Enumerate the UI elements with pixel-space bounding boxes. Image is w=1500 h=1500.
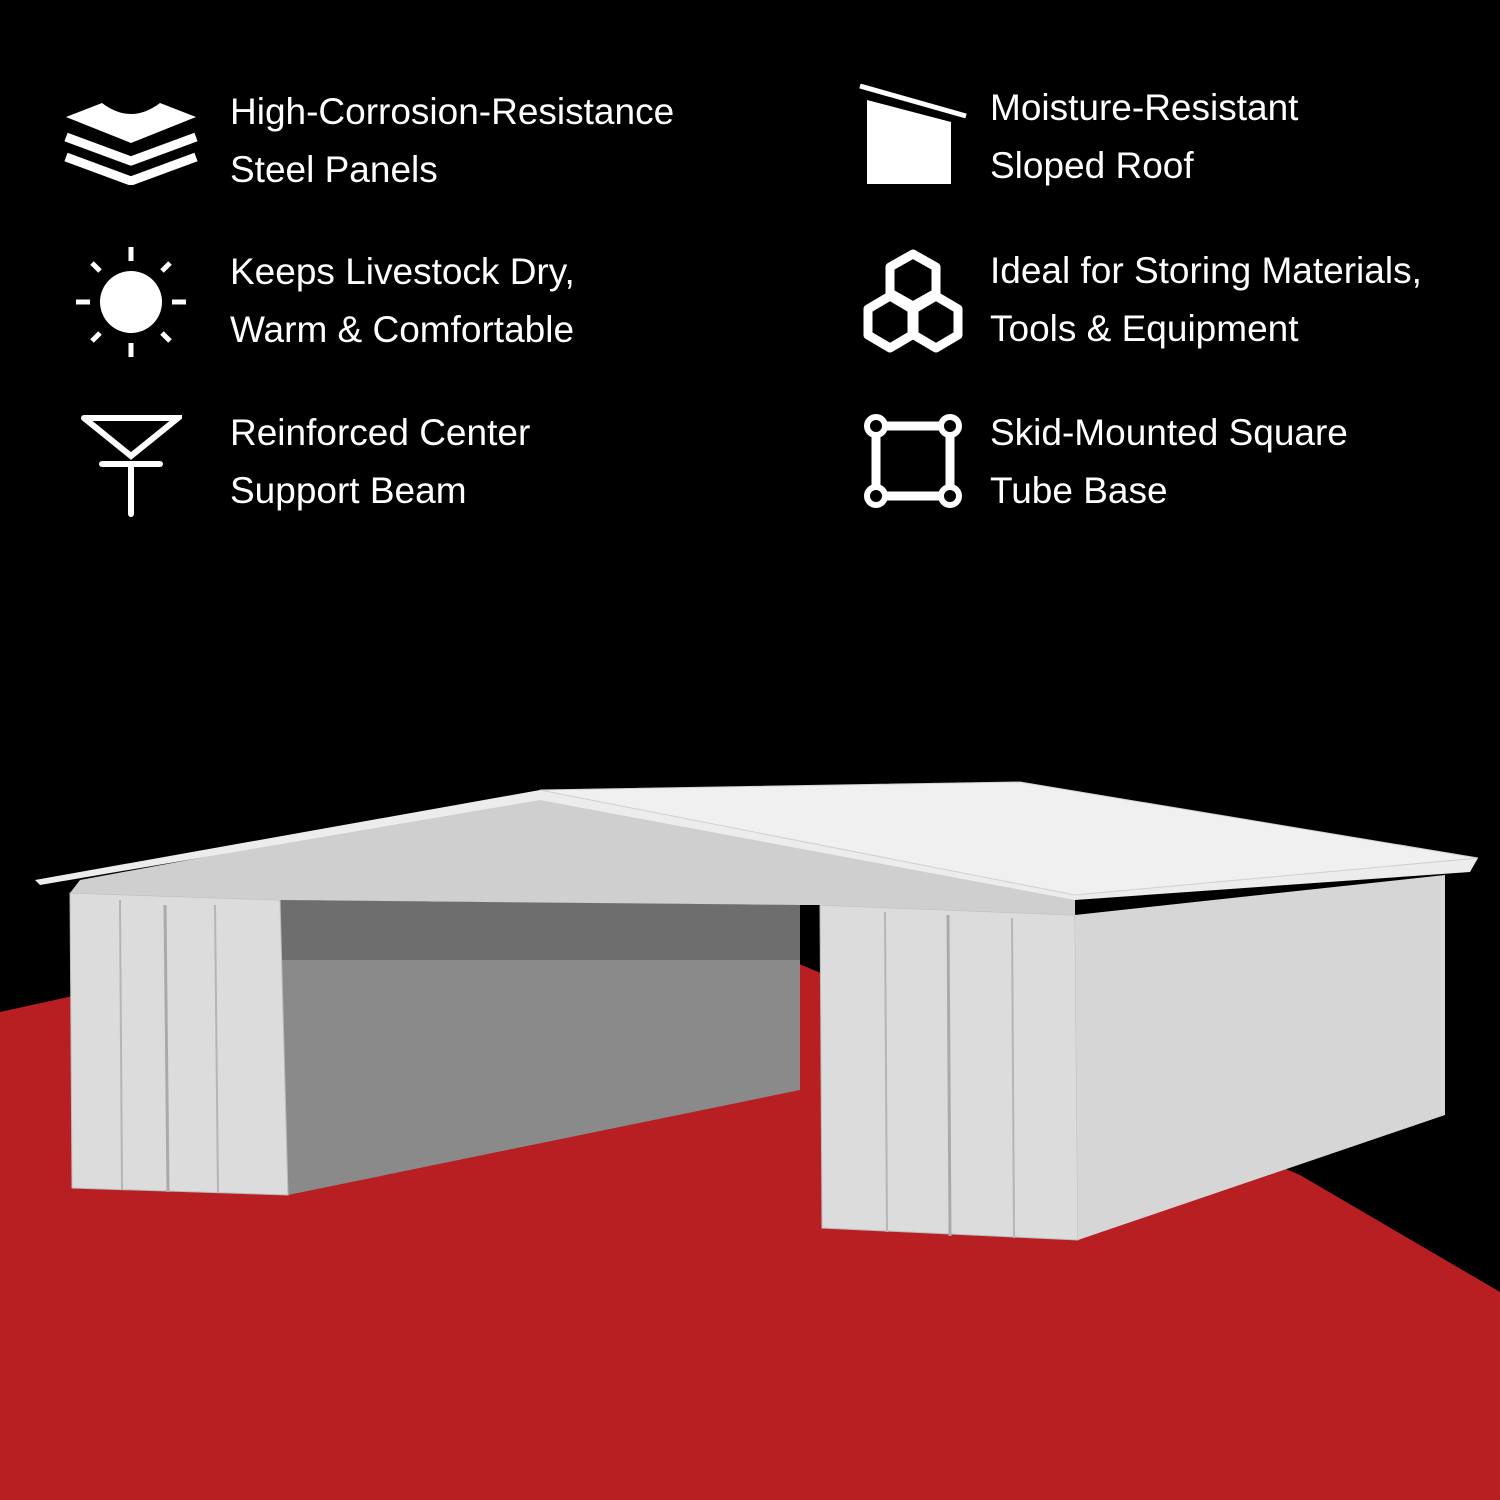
feature-storage: Ideal for Storing Materials, Tools & Equ…: [990, 242, 1422, 358]
feature-line-1: High-Corrosion-Resistance: [230, 91, 675, 132]
feature-line-2: Tube Base: [990, 470, 1168, 511]
feature-livestock-comfort: Keeps Livestock Dry, Warm & Comfortable: [230, 243, 575, 359]
container-shelter-illustration: [35, 781, 1479, 1241]
support-beam-icon: [81, 415, 182, 517]
feature-line-2: Tools & Equipment: [990, 308, 1299, 349]
feature-sloped-roof: Moisture-Resistant Sloped Roof: [990, 79, 1298, 195]
feature-line-2: Support Beam: [230, 470, 467, 511]
square-tube-base-icon: [864, 414, 962, 508]
sloped-roof-icon: [859, 83, 967, 184]
sun-icon: [76, 247, 186, 357]
stacked-panels-icon: [64, 103, 198, 185]
feature-line-1: Reinforced Center: [230, 412, 531, 453]
feature-corrosion-resistance: High-Corrosion-Resistance Steel Panels: [230, 83, 674, 199]
feature-line-1: Ideal for Storing Materials,: [990, 250, 1422, 291]
feature-line-1: Skid-Mounted Square: [990, 412, 1348, 453]
feature-line-1: Keeps Livestock Dry,: [230, 251, 575, 292]
feature-line-2: Warm & Comfortable: [230, 309, 575, 350]
feature-center-beam: Reinforced Center Support Beam: [230, 404, 530, 520]
feature-line-1: Moisture-Resistant: [990, 87, 1299, 128]
feature-square-tube-base: Skid-Mounted Square Tube Base: [990, 404, 1348, 520]
feature-line-2: Steel Panels: [230, 149, 438, 190]
feature-line-2: Sloped Roof: [990, 145, 1194, 186]
stacked-boxes-icon: [863, 249, 963, 353]
